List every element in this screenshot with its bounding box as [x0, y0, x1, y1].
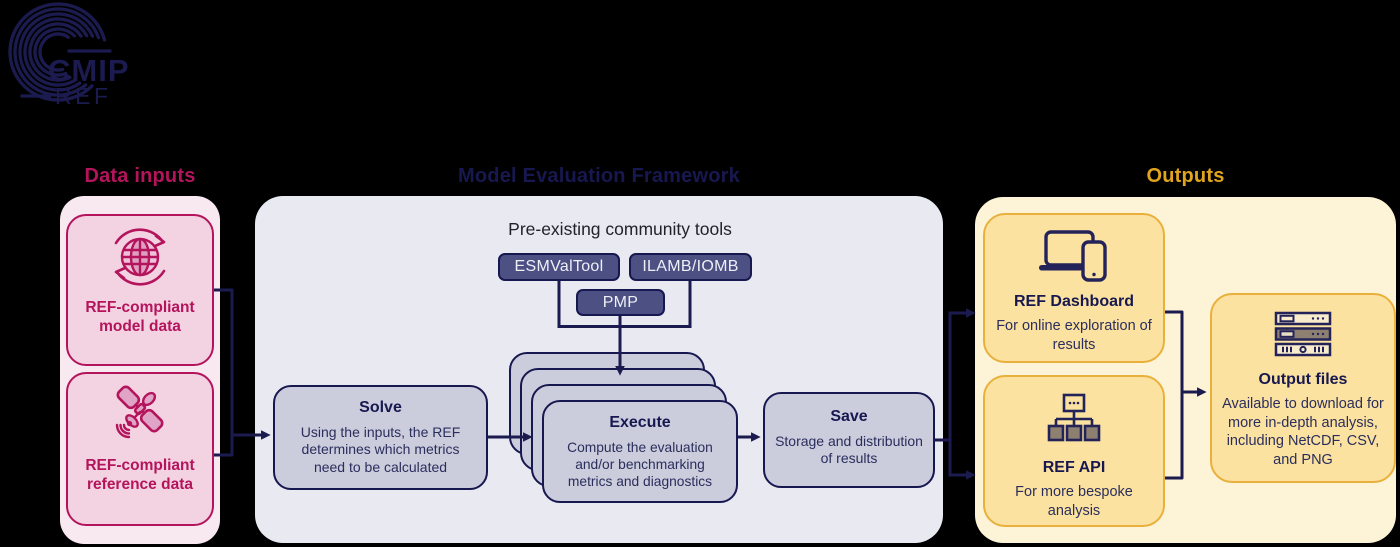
logo-arcs: [8, 2, 112, 102]
solve-title: Solve: [359, 399, 402, 416]
cmip-ref-logo: CMIP REF: [8, 2, 130, 109]
save-step-box: Save Storage and distribution of results: [763, 392, 935, 488]
data-inputs-header: Data inputs: [84, 165, 196, 187]
server-stack-icon: [1274, 311, 1332, 357]
solve-description: Using the inputs, the REF determines whi…: [300, 424, 461, 475]
execute-step-box: Execute Compute the evaluation and/or be…: [542, 400, 738, 503]
save-title: Save: [830, 408, 868, 425]
tool-pmp: PMP: [576, 289, 665, 316]
output-files-description: Available to download for more in-depth …: [1222, 396, 1384, 468]
tool-esmvaltool: ESMValTool: [498, 253, 620, 281]
logo-ref-text: REF: [55, 83, 112, 109]
pre-existing-tools-title: Pre-existing community tools: [508, 219, 732, 239]
execute-description: Compute the evaluation and/or benchmarki…: [567, 440, 713, 490]
model-data-label: REF-compliant model data: [85, 299, 195, 336]
outputs-header: Outputs: [1146, 165, 1225, 187]
model-evaluation-framework-header: Model Evaluation Framework: [458, 165, 740, 187]
reference-data-label: REF-compliant reference data: [85, 457, 195, 494]
api-tree-icon: [1047, 393, 1101, 442]
ref-dashboard-description: For online exploration of results: [996, 318, 1152, 353]
logo-cmip-text: CMIP: [48, 53, 130, 88]
laptop-phone-icon: [1039, 230, 1107, 282]
satellite-icon: [115, 385, 164, 439]
execute-title: Execute: [609, 414, 671, 431]
output-files-title: Output files: [1258, 371, 1348, 388]
output-files-box: Output files Available to download for m…: [1210, 293, 1396, 483]
solve-step-box: Solve Using the inputs, the REF determin…: [273, 385, 488, 490]
ref-dashboard-title: REF Dashboard: [1013, 293, 1134, 310]
save-description: Storage and distribution of results: [775, 433, 923, 467]
ref-api-title: REF API: [1042, 459, 1106, 476]
tool-ilamb-iomb: ILAMB/IOMB: [629, 253, 752, 281]
ref-dashboard-box: REF Dashboard For online exploration of …: [983, 213, 1165, 363]
globe-sync-icon: [114, 228, 166, 286]
ref-api-description: For more bespoke analysis: [1015, 484, 1133, 519]
reference-data-box: REF-compliant reference data: [66, 372, 214, 526]
ref-api-box: REF API For more bespoke analysis: [983, 375, 1165, 527]
model-data-box: REF-compliant model data: [66, 214, 214, 366]
